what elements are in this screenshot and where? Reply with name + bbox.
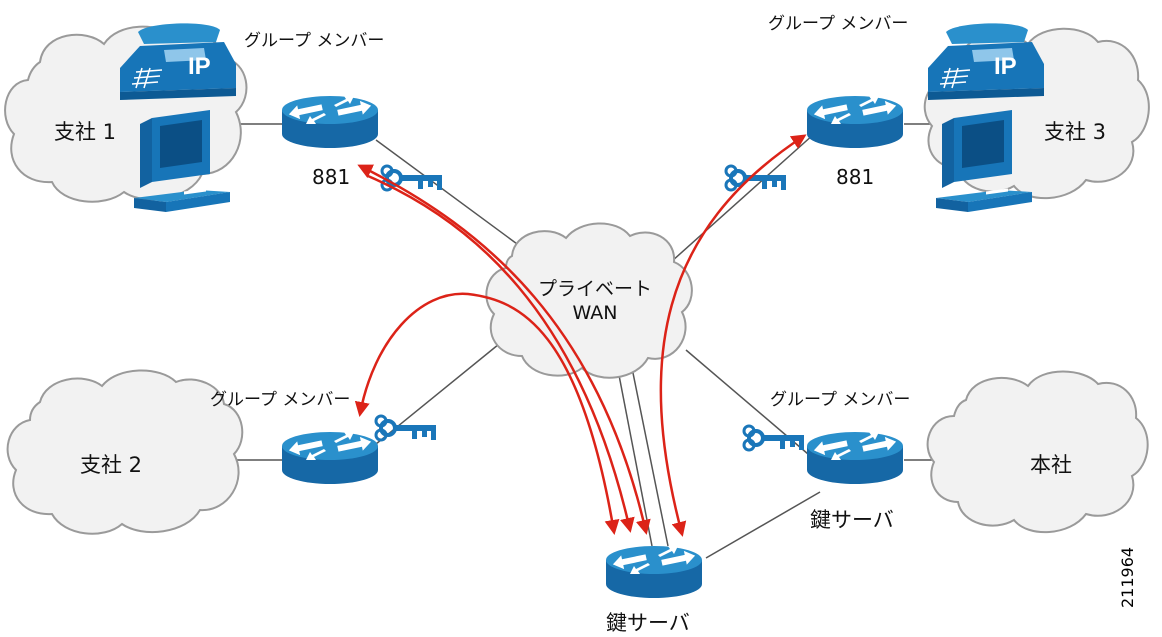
key-server-main-label: 鍵サーバ [606,611,690,635]
router-icon [807,96,903,148]
branch2-label: 支社 2 [80,453,143,477]
ip-phone-icon [927,22,1045,101]
arrow-keyserver-to-router3 [659,134,807,537]
router3-model-label: 881 [836,165,875,189]
link-keyserver-routerhq [705,491,821,559]
router1-model-label: 881 [312,165,351,189]
phone-badge-3: IP [994,53,1017,80]
headquarters-label: 本社 [1030,453,1072,477]
branch2-cloud [6,369,244,535]
figure-id: 211964 [1118,546,1137,608]
key-icon [742,424,806,452]
key-exchange-arrows [354,134,807,537]
branch3-label: 支社 3 [1044,120,1107,144]
arrow-keyserver-to-router1-b [367,174,635,533]
link-router1-wan [375,139,529,253]
key-server-hq-label: 鍵サーバ [810,508,894,532]
group-member-label-hq: グループ メンバー [770,390,911,410]
arrow-keyserver-to-router2 [354,292,620,535]
router-icon [282,432,378,484]
group-member-label-branch1: グループ メンバー [244,31,385,51]
arrow-keyserver-to-router1 [357,164,651,535]
group-member-label-branch3: グループ メンバー [768,14,909,34]
link-wan-keyserver-b [631,367,669,547]
wan-label-line2: WAN [572,302,618,324]
hq-cloud [926,370,1149,533]
phone-badge-1: IP [188,53,211,80]
router-icon [282,96,378,148]
wan-label-line1: プライベート [537,278,652,300]
router-icon [606,546,702,598]
group-member-label-branch2: グループ メンバー [210,390,351,410]
branch1-label: 支社 1 [54,120,117,144]
link-router3-wan [661,133,815,271]
link-wan-keyserver-a [617,369,653,547]
router-icon [807,432,903,484]
